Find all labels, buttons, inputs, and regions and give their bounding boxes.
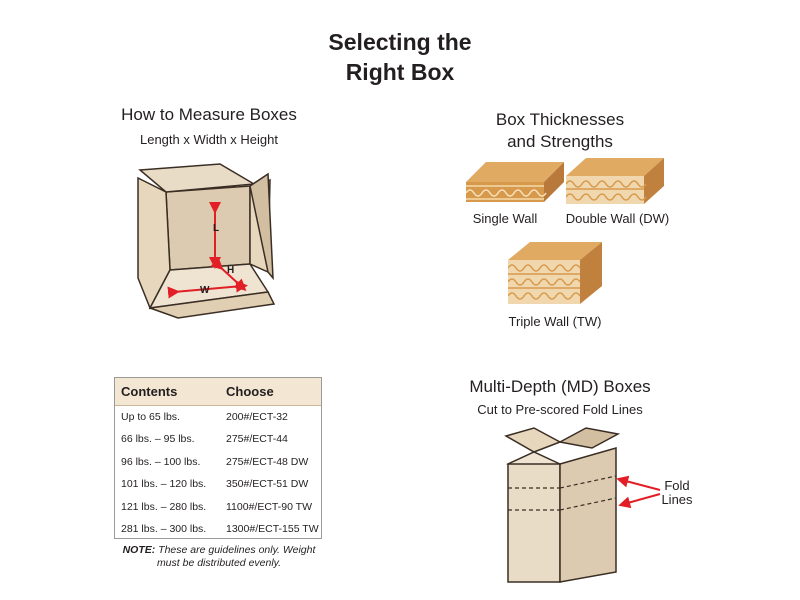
table-row: 281 lbs. – 300 lbs. 1300#/ECT-155 TW [115, 518, 321, 540]
header-choose: Choose [226, 384, 274, 399]
multidepth-heading: Multi-Depth (MD) Boxes [469, 377, 651, 396]
row-choose: 275#/ECT-44 [226, 433, 288, 446]
header-contents: Contents [121, 384, 178, 399]
row-contents: 121 lbs. – 280 lbs. [121, 500, 207, 513]
width-label: W [200, 285, 210, 296]
weight-table: Contents Choose Up to 65 lbs. 200#/ECT-32… [114, 377, 322, 539]
triple-wall-illustration [508, 242, 602, 304]
triple-wall-label: Triple Wall (TW) [508, 314, 602, 329]
double-wall-label: Double Wall (DW) [565, 211, 670, 226]
double-wall-illustration [566, 158, 664, 204]
page-title: Selecting the Right Box [0, 27, 800, 87]
fold-label-line-1: Fold [664, 478, 690, 493]
row-choose: 350#/ECT-51 DW [226, 478, 309, 491]
note-text-1: These are guidelines only. Weight [155, 544, 316, 556]
row-choose: 1300#/ECT-155 TW [226, 522, 319, 535]
thickness-heading: Box Thicknesses and Strengths [450, 109, 670, 153]
row-contents: 281 lbs. – 300 lbs. [121, 522, 207, 535]
measure-subheading: Length x Width x Height [139, 132, 279, 147]
table-row: Up to 65 lbs. 200#/ECT-32 [115, 406, 321, 428]
row-contents: 66 lbs. – 95 lbs. [121, 433, 195, 446]
table-row: 101 lbs. – 120 lbs. 350#/ECT-51 DW [115, 473, 321, 495]
title-line-1: Selecting the [328, 29, 472, 55]
thickness-heading-line-1: Box Thicknesses [495, 110, 625, 129]
title-line-2: Right Box [345, 59, 455, 85]
row-contents: 96 lbs. – 100 lbs. [121, 455, 201, 468]
multi-depth-box-illustration [504, 427, 661, 583]
note-line-1: NOTE: These are guidelines only. Weight [108, 544, 330, 557]
row-contents: 101 lbs. – 120 lbs. [121, 478, 207, 491]
thickness-heading-line-2: and Strengths [507, 132, 613, 151]
row-choose: 275#/ECT-48 DW [226, 455, 309, 468]
row-choose: 1100#/ECT-90 TW [226, 500, 312, 513]
multidepth-subheading: Cut to Pre-scored Fold Lines [477, 402, 643, 417]
single-wall-label: Single Wall [472, 211, 538, 226]
note-label: NOTE: [122, 544, 156, 556]
table-row: 66 lbs. – 95 lbs. 275#/ECT-44 [115, 428, 321, 450]
length-label: L [213, 223, 219, 234]
fold-label-line-2: Lines [661, 492, 693, 507]
measure-heading: How to Measure Boxes [121, 105, 297, 124]
table-row: 96 lbs. – 100 lbs. 275#/ECT-48 DW [115, 451, 321, 473]
table-note: NOTE: These are guidelines only. Weight … [108, 544, 330, 570]
table-header: Contents Choose [115, 378, 321, 406]
open-box-illustration: L H W [137, 163, 276, 319]
note-text-2: must be distributed evenly. [156, 557, 282, 569]
single-wall-illustration [466, 162, 564, 202]
fold-lines-label: Fold Lines [655, 479, 699, 507]
row-contents: Up to 65 lbs. [121, 411, 180, 423]
table-row: 121 lbs. – 280 lbs. 1100#/ECT-90 TW [115, 496, 321, 518]
row-choose: 200#/ECT-32 [226, 411, 288, 423]
height-label: H [227, 265, 234, 276]
